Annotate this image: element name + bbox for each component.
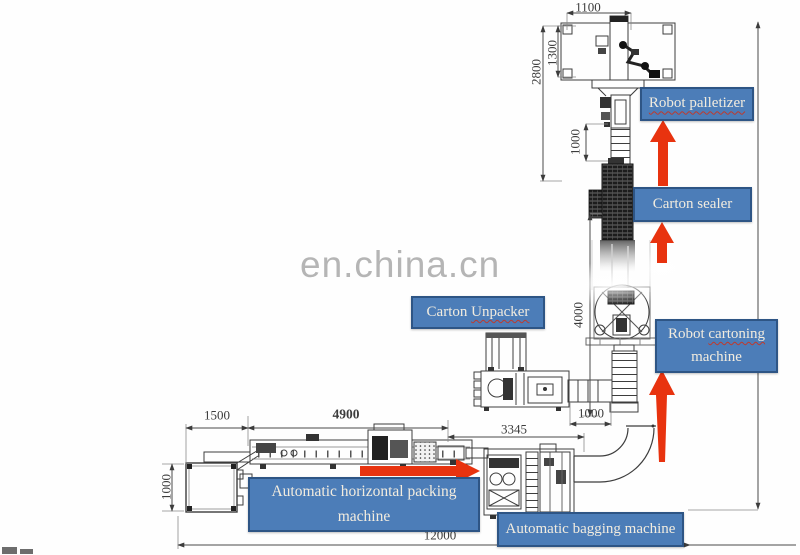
curved-elevator-duct <box>573 424 656 483</box>
dim-cell-height: 2800 <box>528 59 544 85</box>
flow-arrow-packing-direction <box>360 459 480 483</box>
label-carton-unpacker: Carton Unpacker <box>411 296 545 329</box>
dim-cartoner-height: 4000 <box>570 302 586 328</box>
dim-palletizer-height: 1300 <box>544 40 560 66</box>
label-robot-cartoning-line1: Robot cartoning <box>668 323 765 346</box>
packing-machine-drawing <box>203 423 489 471</box>
label-robot-cartoning-line2: machine <box>691 349 742 365</box>
label-robot-cartoning-word: cartoning <box>708 325 766 342</box>
infeed-turntable-drawing <box>185 462 253 513</box>
label-carton-unpacker-prefix: Carton <box>426 303 472 320</box>
label-robot-cartoning-machine: Robot cartoning machine <box>655 319 778 373</box>
flow-arrow-to-palletizer <box>650 120 676 186</box>
label-robot-palletizer: Robot palletizer <box>640 87 754 121</box>
dim-turntable-depth: 1000 <box>158 474 174 500</box>
descent-conveyor-drawing <box>609 344 639 413</box>
label-carton-sealer-text: Carton sealer <box>652 195 733 212</box>
palletizer-lift-conveyor <box>591 79 645 166</box>
watermark-fog <box>550 250 694 306</box>
label-horizontal-packing-machine: Automatic horizontal packing machine <box>248 477 480 532</box>
corner-mark <box>2 547 33 554</box>
flow-arrow-to-cartoner <box>649 370 675 462</box>
dim-outfeed-width: 1000 <box>578 405 604 421</box>
dim-packing-length: 4900 <box>332 406 360 422</box>
dim-infeed-width: 1500 <box>204 407 230 423</box>
flow-arrow-to-sealer <box>650 222 674 263</box>
dim-lift-gap: 1000 <box>567 129 583 155</box>
carton-unpacker-machine-drawing <box>473 332 570 411</box>
bagging-machine-drawing <box>483 443 575 519</box>
label-carton-sealer: Carton sealer <box>633 187 752 222</box>
label-robot-cartoning-prefix: Robot <box>667 325 709 342</box>
flow-arrows <box>360 120 676 483</box>
dim-bagging-span: 3345 <box>501 421 527 437</box>
watermark-text: en.china.cn <box>300 244 501 285</box>
label-horizontal-packing-line1: Automatic horizontal packing <box>271 483 457 501</box>
label-robot-palletizer-text: Robot palletizer <box>648 95 746 112</box>
dim-top-width: 1100 <box>575 0 601 15</box>
label-automatic-bagging-machine: Automatic bagging machine <box>497 512 684 547</box>
label-automatic-bagging-text: Automatic bagging machine <box>505 520 676 537</box>
robot-palletizer-cell-drawing <box>560 15 676 81</box>
label-horizontal-packing-line2: machine <box>337 507 391 525</box>
label-carton-unpacker-word: Unpacker <box>471 303 530 320</box>
